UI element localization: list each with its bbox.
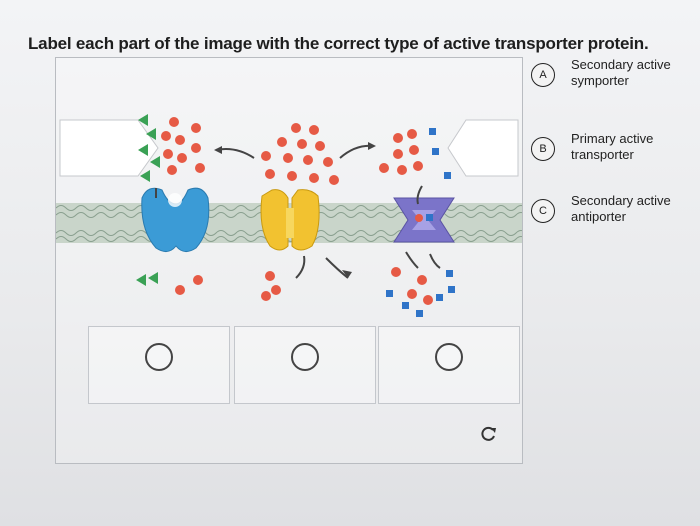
middle-particles-inside xyxy=(261,271,281,301)
left-arrow-shape xyxy=(59,119,159,177)
option-a-badge[interactable]: A xyxy=(531,63,555,87)
target-circle-2[interactable] xyxy=(291,343,319,371)
diagram-frame xyxy=(55,57,523,464)
drop-target-3[interactable] xyxy=(378,326,520,404)
yellow-transporter xyxy=(260,189,320,251)
target-circle-3[interactable] xyxy=(435,343,463,371)
right-particles-outside xyxy=(379,128,451,179)
drop-target-1[interactable] xyxy=(88,326,230,404)
left-particles-outside xyxy=(138,114,205,182)
purple-transporter xyxy=(393,197,455,243)
flow-arrows xyxy=(155,144,441,279)
question-prompt: Label each part of the image with the co… xyxy=(28,34,649,53)
arrow-heads xyxy=(214,142,376,278)
left-particles-inside xyxy=(136,272,203,295)
option-c-label[interactable]: Secondary active antiporter xyxy=(571,193,671,224)
option-b-label[interactable]: Primary active transporter xyxy=(571,131,654,162)
drop-target-2[interactable] xyxy=(234,326,376,404)
refresh-icon[interactable] xyxy=(478,424,498,449)
option-b-badge[interactable]: B xyxy=(531,137,555,161)
middle-particles-outside xyxy=(261,123,339,185)
membrane-diagram xyxy=(56,114,522,317)
option-c-badge[interactable]: C xyxy=(531,199,555,223)
option-a-label[interactable]: Secondary active symporter xyxy=(571,57,671,88)
blue-transporter xyxy=(141,187,210,252)
right-arrow-shape xyxy=(447,119,519,177)
target-circle-1[interactable] xyxy=(145,343,173,371)
right-particles-inside xyxy=(386,267,455,317)
